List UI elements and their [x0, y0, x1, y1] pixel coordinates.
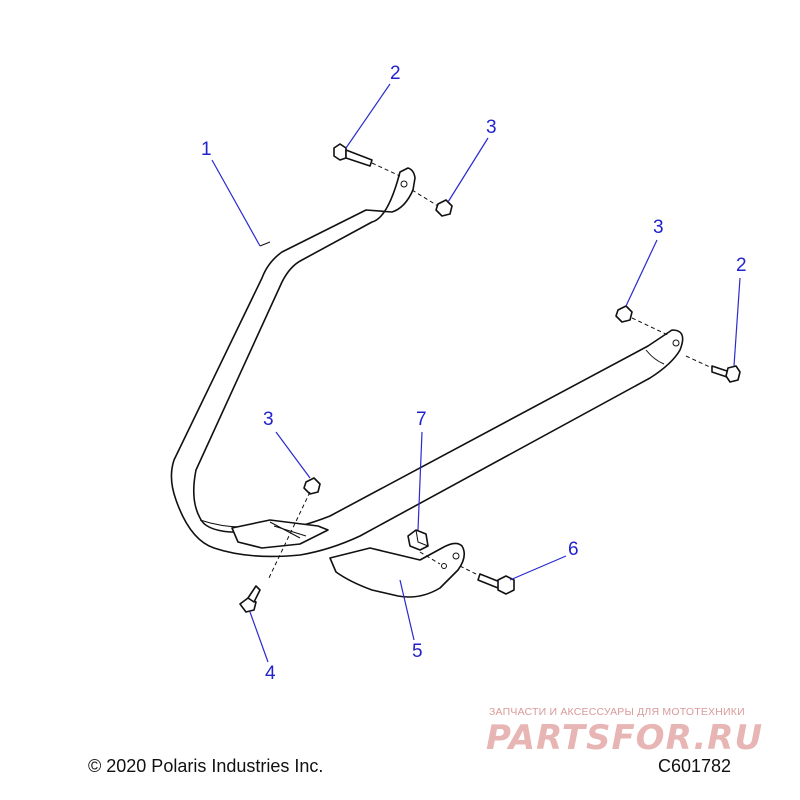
callout-part-3-lower: 3 [263, 409, 274, 430]
nut-right [615, 305, 633, 323]
copyright-text: © 2020 Polaris Industries Inc. [88, 756, 324, 776]
watermark-tagline: ЗАПЧАСТИ И АКСЕССУАРЫ ДЛЯ МОТОТЕХНИКИ [489, 706, 745, 718]
bolt-upper-left [333, 143, 373, 167]
callout-part-1: 1 [201, 139, 212, 160]
drawing-number: C601782 [658, 756, 732, 776]
assembly-lines [267, 162, 713, 581]
nut-upper-left [435, 199, 453, 217]
spacer [407, 529, 429, 551]
leader-lines [211, 83, 741, 663]
callout-part-5: 5 [412, 641, 423, 662]
callout-part-4: 4 [265, 663, 276, 684]
nut-lower-left [303, 477, 321, 495]
watermark-brand-logo: PARTSFOR.RU [486, 718, 764, 758]
bumper-tube-part [170, 167, 684, 558]
bolt-lower-right [477, 573, 515, 595]
callout-part-2-right: 2 [736, 255, 747, 276]
bolt-lower [239, 585, 261, 613]
callout-part-2-upper: 2 [390, 63, 401, 84]
lower-bracket-part [329, 542, 466, 598]
callout-part-6: 6 [568, 539, 579, 560]
callout-part-3-upper: 3 [486, 117, 497, 138]
callout-part-7: 7 [416, 409, 427, 430]
bolt-right [711, 365, 741, 383]
callout-part-3-right: 3 [653, 217, 664, 238]
center-mount-plate [231, 519, 329, 549]
